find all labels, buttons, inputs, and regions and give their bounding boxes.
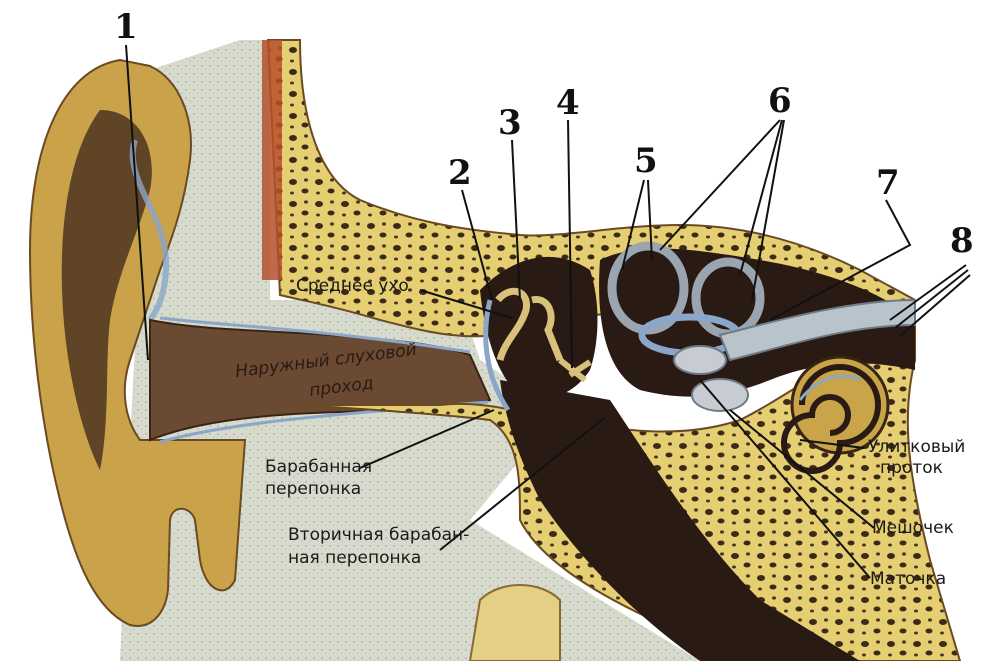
label-secondary-line2: ная перепонка: [288, 548, 421, 568]
label-cochlear-line1: Улитковый: [868, 437, 965, 457]
label-secondary-line1: Вторичная барабан-: [288, 525, 469, 545]
label-cochlear-line2: проток: [880, 458, 943, 478]
saccule-structure: [692, 379, 748, 411]
label-number-7: 7: [876, 163, 900, 203]
label-utricle: Маточка: [870, 569, 946, 589]
label-number-8: 8: [950, 221, 974, 261]
label-tympanic-line2: перепонка: [265, 479, 361, 499]
bone-fragment-bottom: [470, 585, 560, 661]
label-tympanic-line1: Барабанная: [265, 457, 372, 477]
label-middle-ear: Среднее ухо: [296, 276, 409, 296]
label-saccule: Мешочек: [872, 518, 954, 538]
label-number-1: 1: [114, 7, 138, 47]
utricle-structure: [674, 346, 726, 374]
label-number-4: 4: [556, 83, 580, 123]
label-number-2: 2: [448, 153, 472, 193]
label-number-5: 5: [634, 141, 658, 181]
muscle-strip: [262, 40, 282, 280]
label-number-6: 6: [768, 81, 792, 121]
label-number-3: 3: [498, 103, 522, 143]
